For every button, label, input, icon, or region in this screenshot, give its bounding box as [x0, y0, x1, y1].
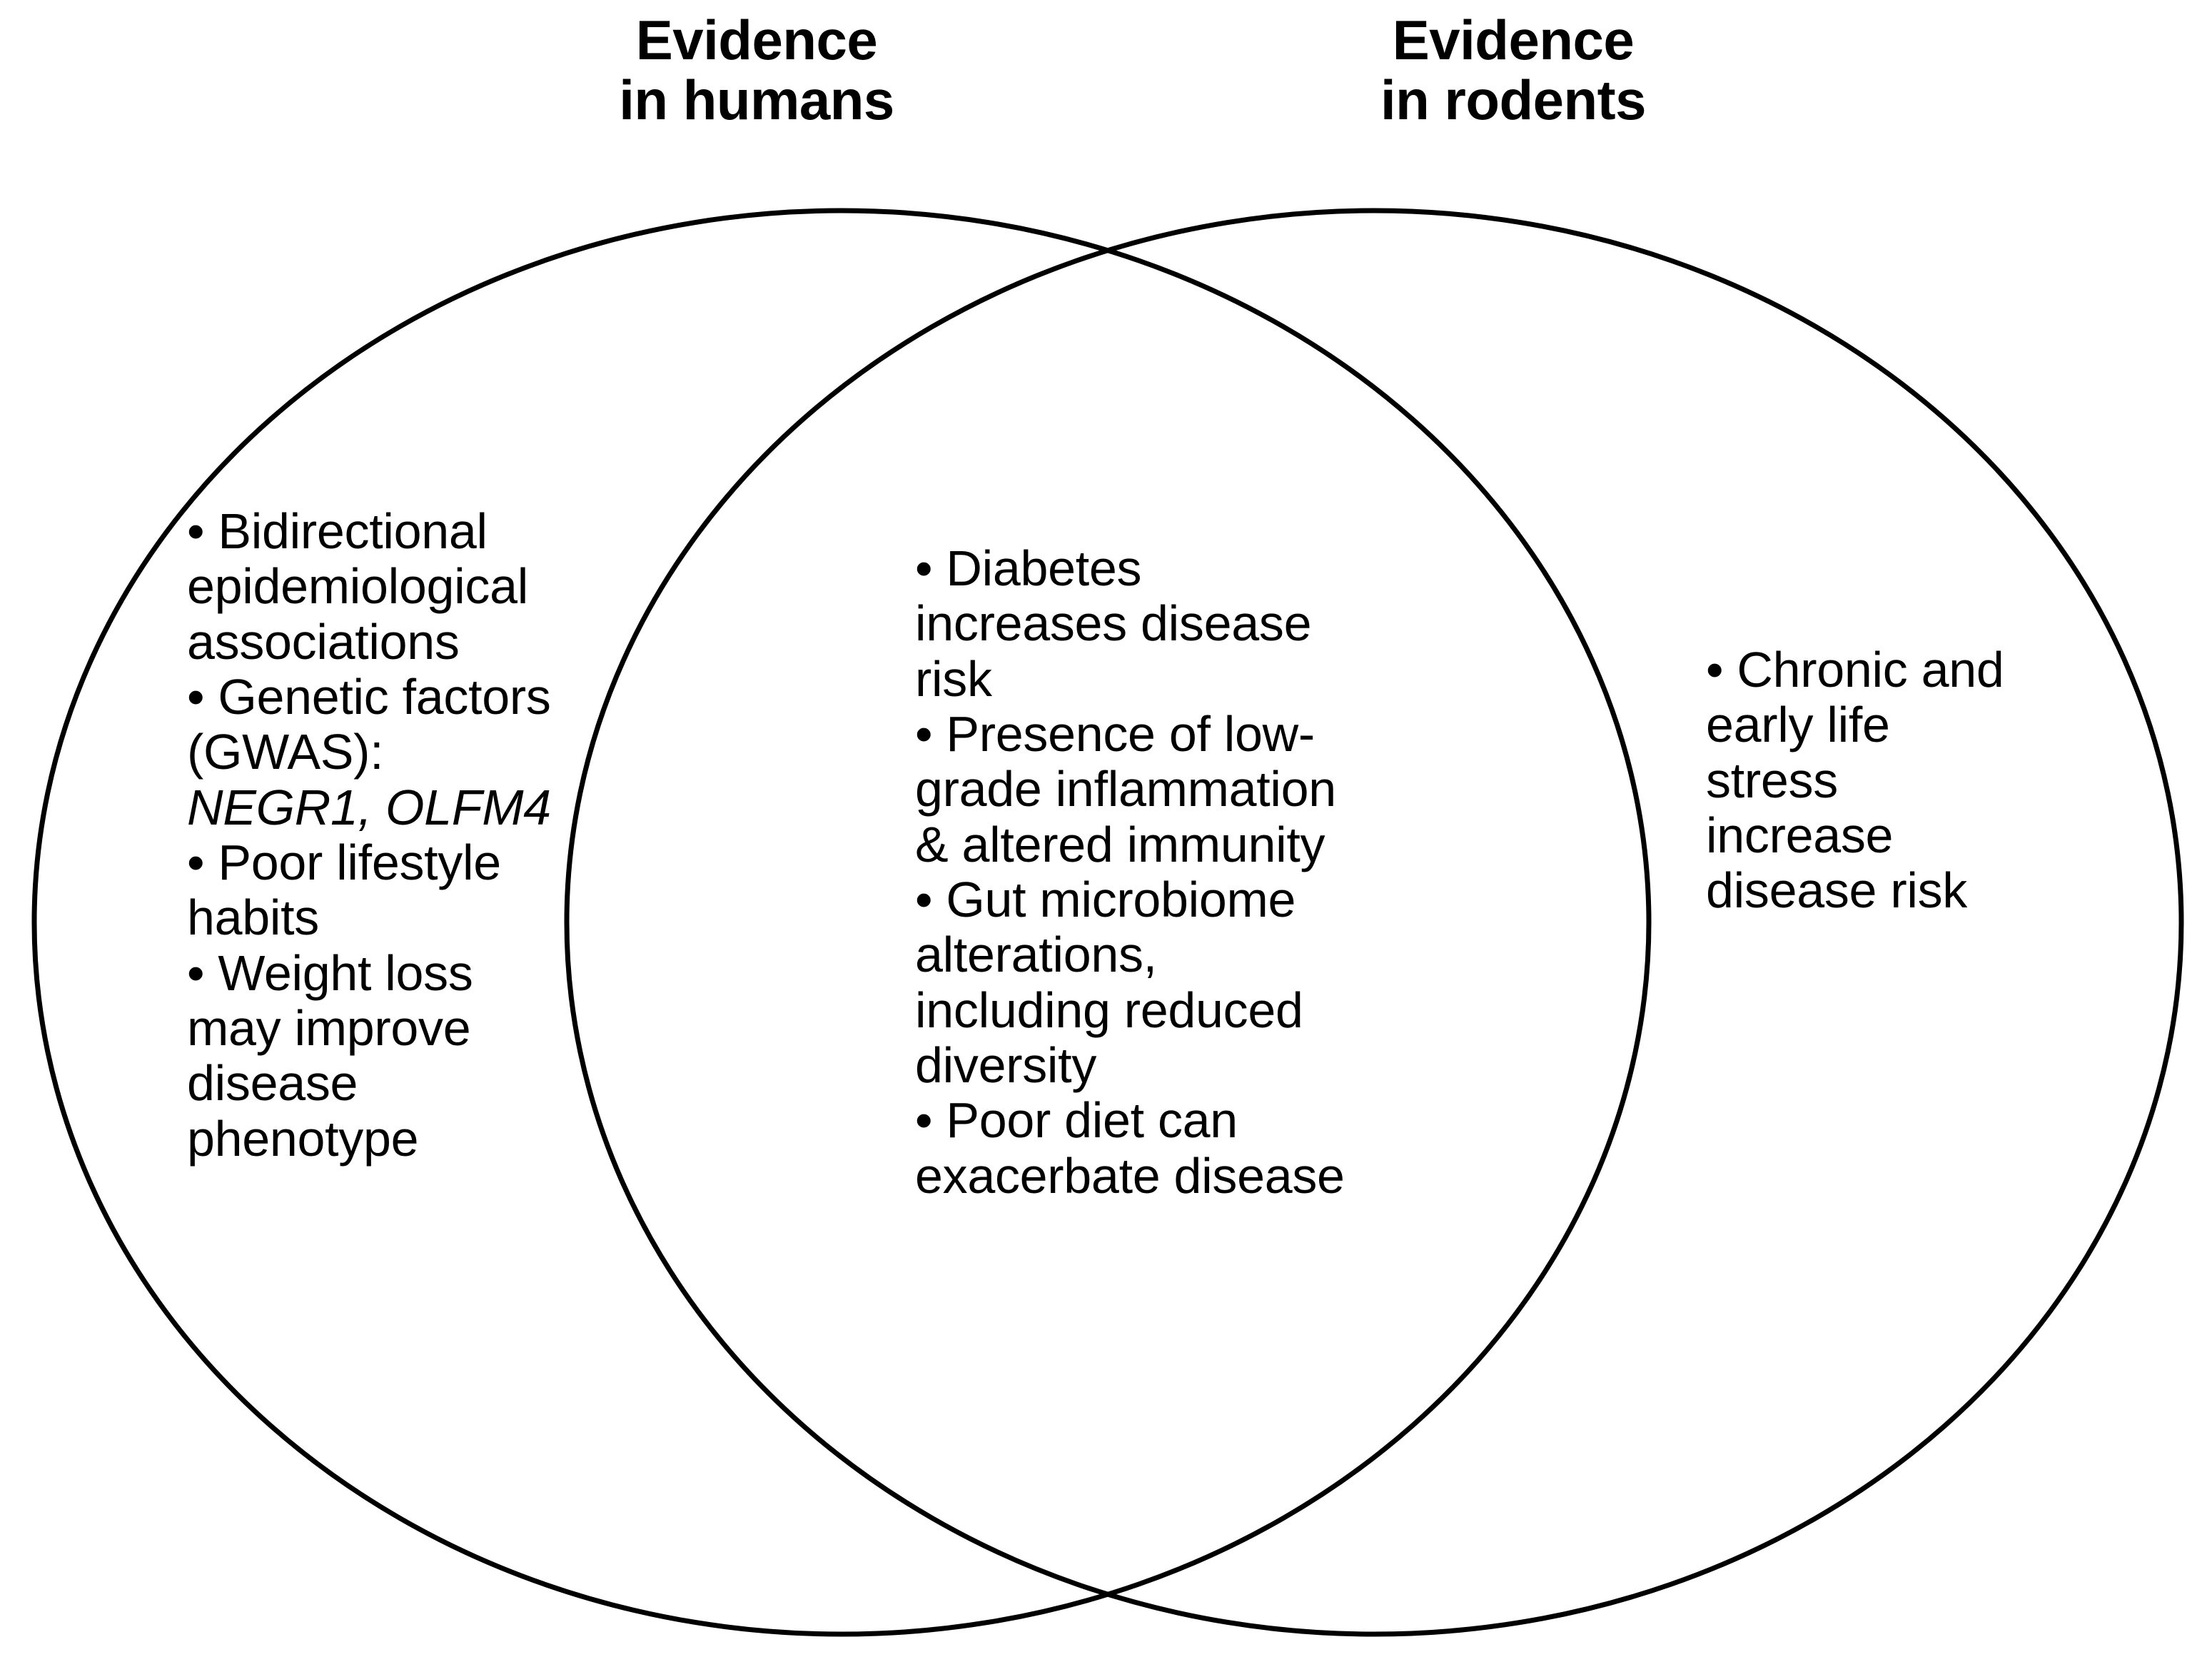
gene-names: NEGR1, OLFM4 [187, 779, 551, 835]
list-item: • Chronic and early life stress increase… [1706, 642, 2004, 919]
list-item: • Gut microbiome alterations, including … [915, 872, 1303, 1094]
list-item: • Genetic factors (GWAS): NEGR1, OLFM4 [187, 669, 576, 835]
rodents-only-region-text: • Chronic and early life stress increase… [1706, 642, 2006, 919]
list-item: • Bidirectional epidemiological associat… [187, 503, 529, 670]
list-item: • Presence of low-grade inflammation & a… [915, 706, 1336, 872]
list-item: • Poor lifestyle habits [187, 835, 501, 946]
humans-only-region-text: • Bidirectional epidemiological associat… [187, 503, 576, 1167]
left-set-label: Evidence in humans [619, 9, 894, 132]
list-item: • Weight loss may improve disease phenot… [187, 945, 473, 1167]
list-item: • Diabetes increases disease risk [915, 540, 1312, 707]
right-set-circle [564, 208, 2184, 1637]
left-set-circle [31, 208, 1652, 1637]
right-set-label: Evidence in rodents [1380, 9, 1647, 132]
shared-region-text: • Diabetes increases disease risk • Pres… [915, 540, 1350, 1204]
list-item: • Poor diet can exacerbate disease [915, 1092, 1345, 1204]
list-item-text: • Genetic factors (GWAS): [187, 669, 551, 780]
